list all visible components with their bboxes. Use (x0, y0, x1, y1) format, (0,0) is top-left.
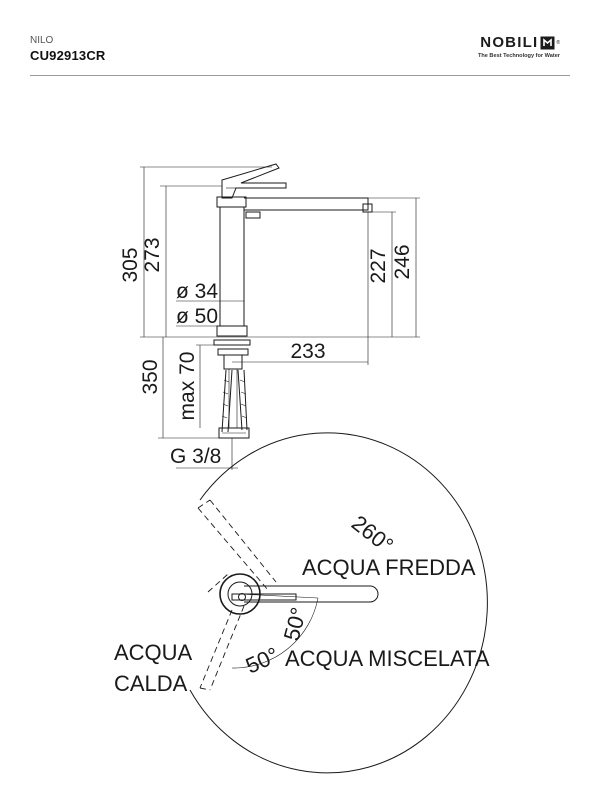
brand-name: NOBILI (480, 34, 539, 51)
brand-tagline: The Best Technology for Water (477, 53, 560, 59)
brand-logo: NOBILI ® (480, 34, 560, 51)
dim-max-70: max 70 (176, 352, 199, 421)
header-divider (30, 75, 570, 76)
label-cold-water: ACQUA FREDDA (302, 555, 476, 580)
angle-260: 260° (347, 510, 398, 558)
angle-50-bottom: 50° (242, 642, 283, 678)
dim-reach: 233 (290, 340, 325, 363)
nobili-logo-mark-icon (540, 36, 555, 49)
label-hot-water-line2: CALDA (114, 671, 188, 696)
dimension-lines (140, 166, 420, 470)
dim-height-body: 273 (141, 237, 164, 272)
dim-below-350: 350 (139, 359, 162, 394)
product-code: CU92913CR (30, 48, 106, 63)
product-series: NILO (30, 35, 54, 46)
registered-mark: ® (556, 39, 560, 46)
dim-spout-246: 246 (391, 244, 414, 279)
label-mixed-water: ACQUA MISCELATA (285, 646, 490, 671)
dim-diameter-34: ø 34 (176, 280, 218, 303)
label-hot-water-line1: ACQUA (114, 640, 193, 665)
dim-diameter-50: ø 50 (176, 305, 218, 328)
rotation-diagram (189, 432, 488, 774)
angle-50-right: 50° (279, 605, 312, 644)
dim-spout-227: 227 (367, 248, 390, 283)
dim-height-total: 305 (119, 247, 142, 282)
header: NILO CU92913CR NOBILI ® The Best Technol… (0, 0, 600, 76)
dim-thread: G 3/8 (170, 445, 221, 468)
faucet-side-view (213, 163, 373, 439)
